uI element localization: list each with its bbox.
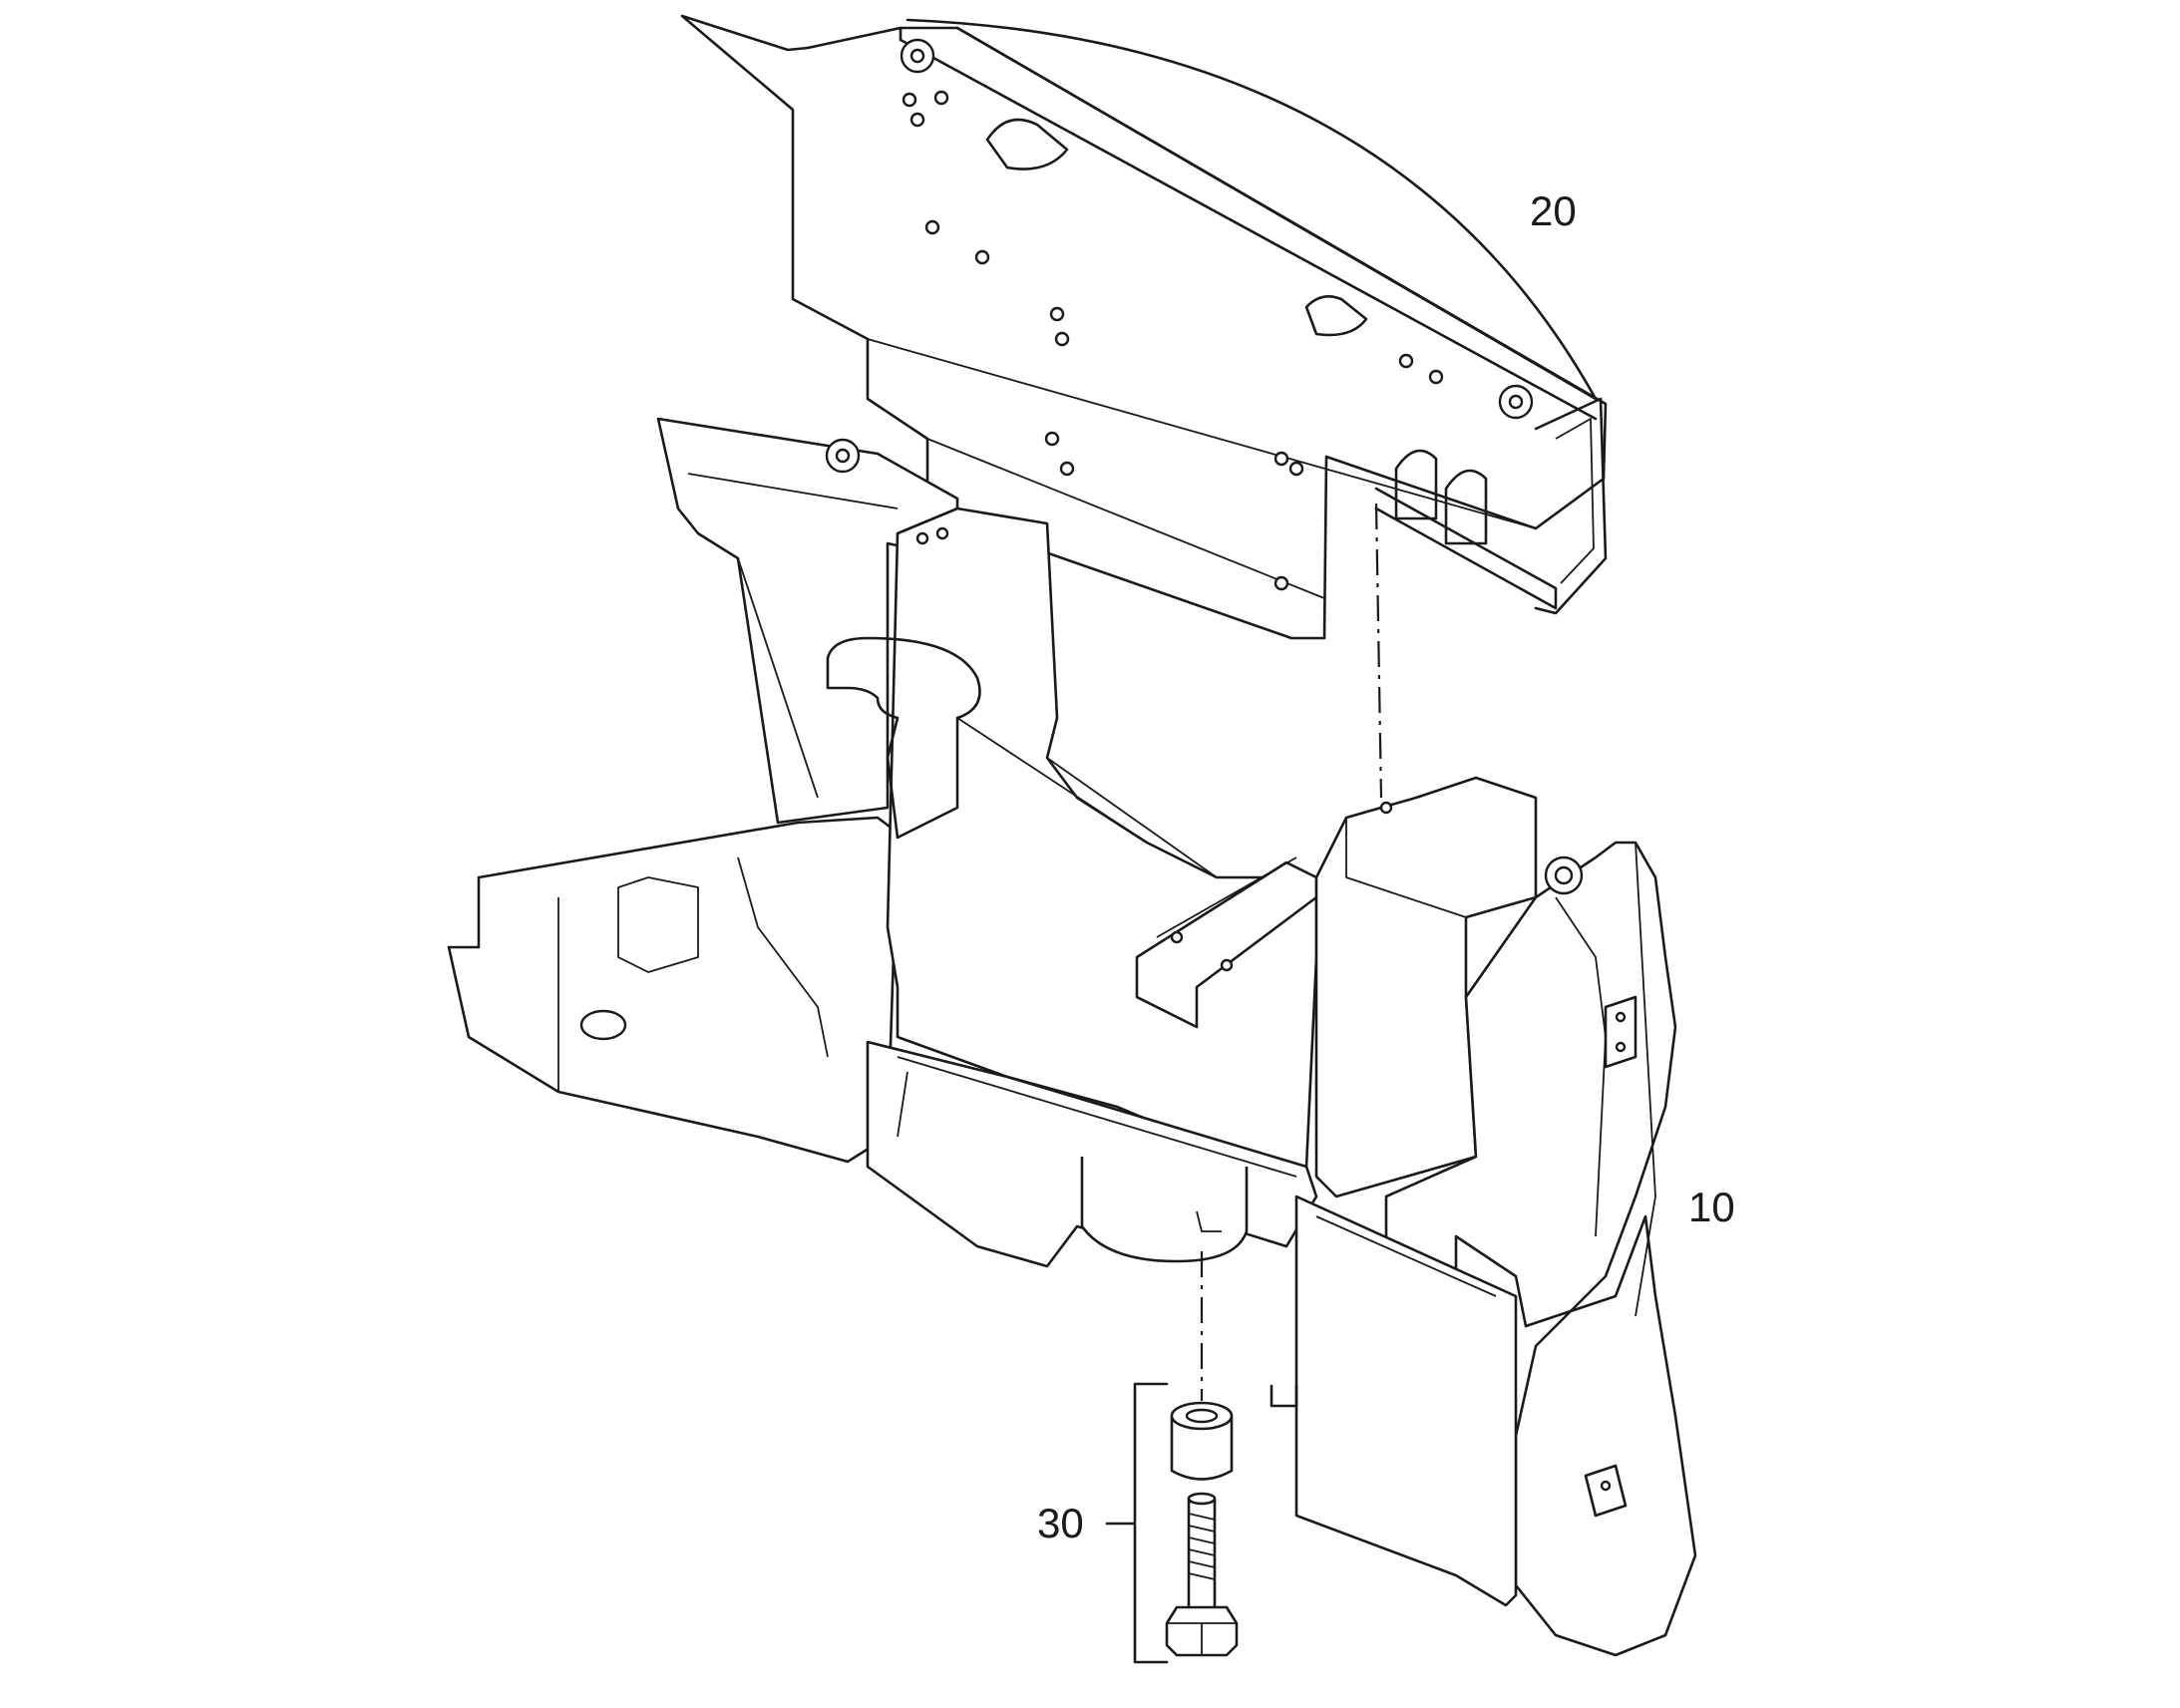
callout-20: 20 <box>1530 187 1577 234</box>
hex-bolt <box>1165 1492 1239 1657</box>
callout-30: 30 <box>1037 1500 1084 1546</box>
group-bracket <box>1105 1382 1169 1664</box>
part-20-upper-bracket <box>680 14 1608 640</box>
spacer-bushing <box>1170 1401 1234 1481</box>
part-30-fastener-set <box>1105 1382 1239 1664</box>
centerline-20-to-10 <box>1374 503 1383 799</box>
leader-arc-20 <box>906 18 1598 401</box>
part-10-main-frame <box>447 417 1697 1657</box>
callout-10: 10 <box>1688 1184 1735 1230</box>
assembly-centerlines <box>1200 503 1383 1401</box>
